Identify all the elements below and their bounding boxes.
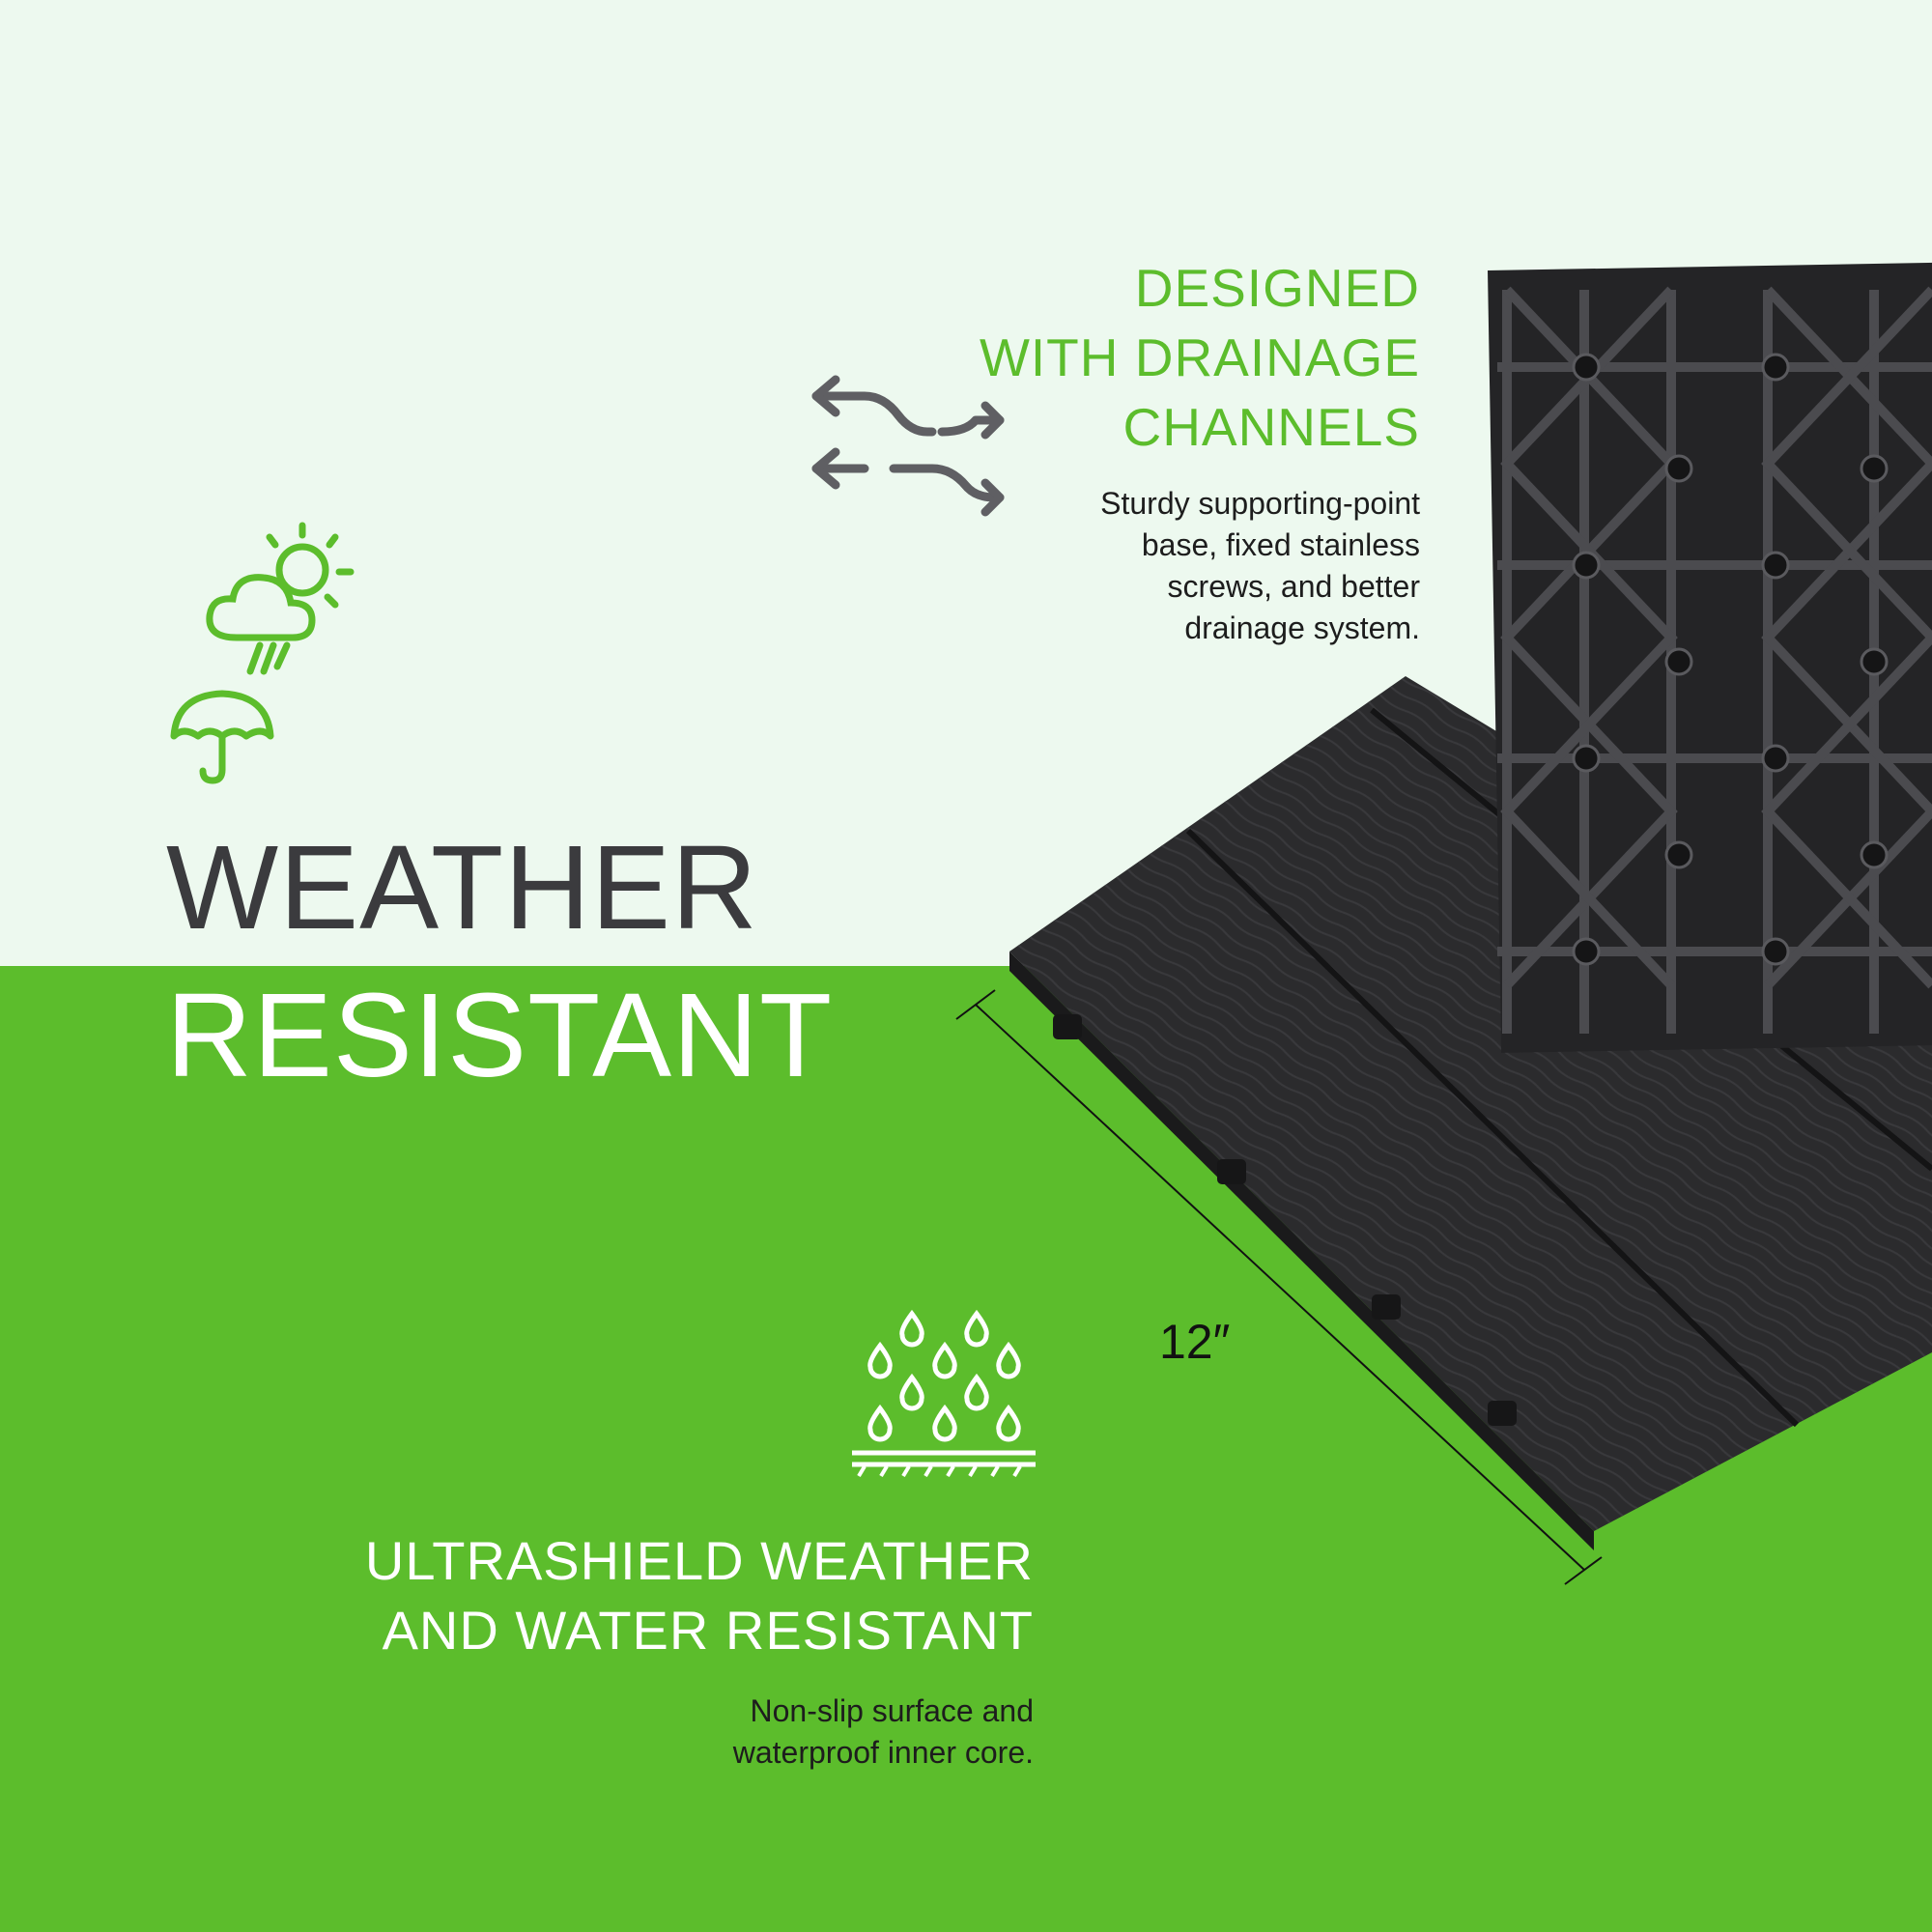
back-tile-underside [1488, 262, 1932, 1053]
hero-title-line-1: WEATHER [166, 822, 758, 954]
ultrashield-description-line: waterproof inner core. [732, 1735, 1034, 1770]
water-drops-surface-icon [852, 1309, 1036, 1478]
umbrella-icon [170, 690, 274, 784]
drainage-description-line: base, fixed stainless [1141, 527, 1420, 562]
drainage-title-line: CHANNELS [1122, 397, 1420, 457]
drainage-title: DESIGNED WITH DRAINAGE CHANNELS [744, 253, 1420, 462]
drainage-description: Sturdy supporting-point base, fixed stai… [918, 483, 1420, 649]
ultrashield-title-line: AND WATER RESISTANT [382, 1600, 1034, 1661]
drainage-arrows-icon [811, 375, 1005, 517]
dimension-line [955, 989, 1603, 1585]
drainage-description-line: screws, and better [1167, 569, 1420, 604]
drainage-title-line: DESIGNED [1134, 258, 1420, 318]
ultrashield-title: ULTRASHIELD WEATHER AND WATER RESISTANT [261, 1526, 1034, 1665]
drainage-title-line: WITH DRAINAGE [979, 327, 1420, 387]
ultrashield-description-line: Non-slip surface and [750, 1693, 1034, 1728]
drainage-description-line: drainage system. [1184, 611, 1420, 645]
dimension-label: 12″ [1159, 1315, 1231, 1369]
ultrashield-title-line: ULTRASHIELD WEATHER [364, 1530, 1034, 1591]
hero-title-line-2: RESISTANT [166, 970, 834, 1102]
ultrashield-description: Non-slip surface and waterproof inner co… [531, 1690, 1034, 1774]
weather-cloud-rain-sun-icon [206, 522, 355, 675]
drainage-description-line: Sturdy supporting-point [1100, 486, 1420, 521]
